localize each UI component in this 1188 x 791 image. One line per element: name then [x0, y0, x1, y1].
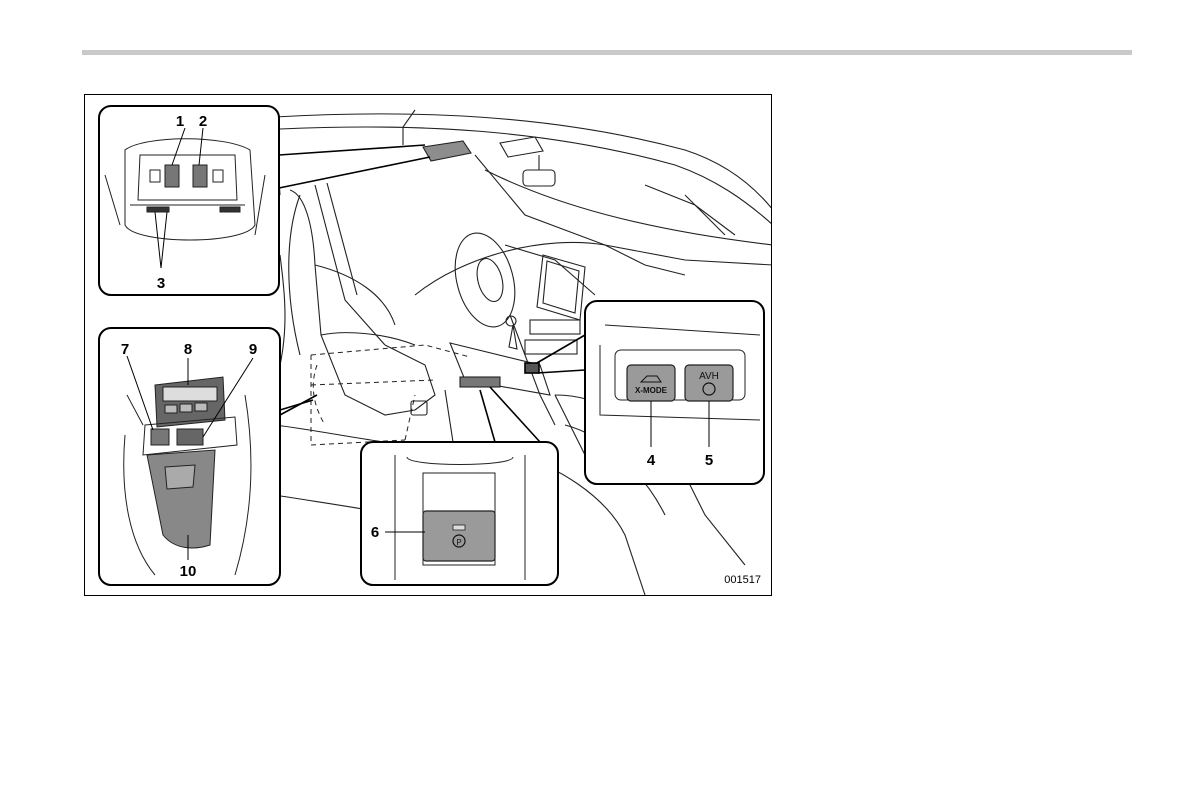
inset-xmode-avh: X-MODE AVH 4 5 — [585, 301, 764, 484]
callout-3: 3 — [157, 275, 165, 292]
inset-parking-brake: P 6 — [361, 442, 558, 585]
callout-4: 4 — [647, 452, 656, 469]
avh-button-label: AVH — [699, 371, 719, 382]
parking-brake-switch[interactable]: P — [423, 511, 495, 561]
inset-parking-leaders — [480, 387, 540, 442]
avh-button[interactable]: AVH — [685, 365, 733, 401]
xmode-button[interactable]: X-MODE — [627, 365, 675, 401]
callout-8: 8 — [184, 341, 192, 358]
inset-overhead-leaders — [279, 145, 430, 188]
header-rule — [82, 50, 1132, 55]
interior-diagram-figure: 1 2 3 7 8 — [84, 94, 772, 596]
inset-rear-console: 7 8 9 10 — [99, 328, 280, 585]
interior-diagram-svg: 1 2 3 7 8 — [85, 95, 772, 596]
callout-9: 9 — [249, 341, 257, 358]
callout-1: 1 — [176, 113, 184, 130]
callout-7: 7 — [121, 341, 129, 358]
callout-2: 2 — [199, 113, 207, 130]
callout-10: 10 — [180, 563, 197, 580]
xmode-button-label: X-MODE — [635, 386, 668, 395]
callout-5: 5 — [705, 452, 713, 469]
callout-6: 6 — [371, 524, 379, 541]
svg-text:P: P — [456, 538, 461, 547]
inset-overhead-console: 1 2 3 — [99, 106, 279, 295]
figure-id: 001517 — [724, 574, 761, 586]
